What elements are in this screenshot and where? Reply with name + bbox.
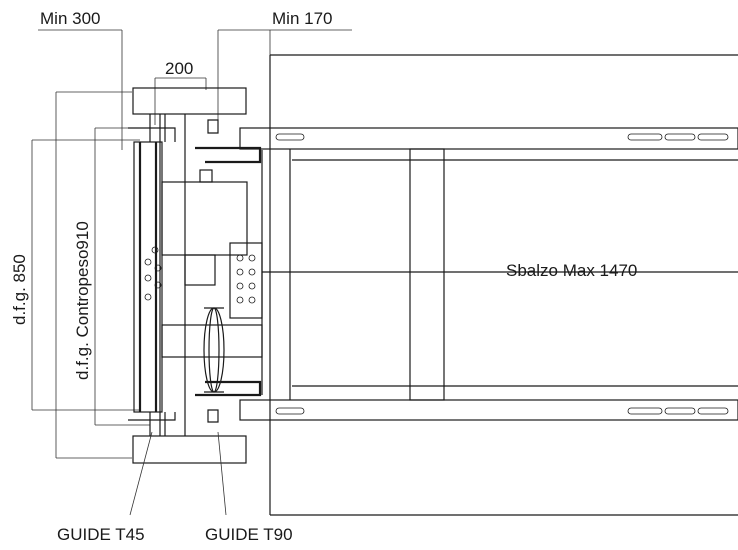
dimension-min-170: Min 170 <box>217 9 352 135</box>
dimension-min-300: Min 300 <box>38 9 123 150</box>
car-guide-bracket <box>195 119 263 423</box>
top-guide-cap <box>132 87 247 115</box>
label-guide-t90: GUIDE T90 <box>205 525 293 544</box>
car-frame: Sbalzo Max 1470 <box>239 54 738 516</box>
dimension-dfg-850: d.f.g. 850 <box>10 139 140 411</box>
bottom-guide-cap <box>132 435 247 464</box>
label-dfg-contrappeso: d.f.g. Contropeso910 <box>73 221 92 380</box>
guide-t45-callout: GUIDE T45 <box>57 431 153 544</box>
frame-slots <box>275 133 729 415</box>
label-sbalzo: Sbalzo Max 1470 <box>506 261 637 280</box>
guide-t90-callout: GUIDE T90 <box>205 431 293 544</box>
dimension-200: 200 <box>154 59 207 125</box>
counterweight-holes-left <box>144 246 162 301</box>
label-dfg-850: d.f.g. 850 <box>10 254 29 325</box>
counterweight-frame <box>128 114 263 436</box>
label-min-300: Min 300 <box>40 9 100 28</box>
dimension-dfg-contrappeso: d.f.g. Contropeso910 <box>55 91 150 459</box>
pulley-wheel <box>203 307 225 393</box>
label-guide-t45: GUIDE T45 <box>57 525 145 544</box>
label-200: 200 <box>165 59 193 78</box>
label-min-170: Min 170 <box>272 9 332 28</box>
